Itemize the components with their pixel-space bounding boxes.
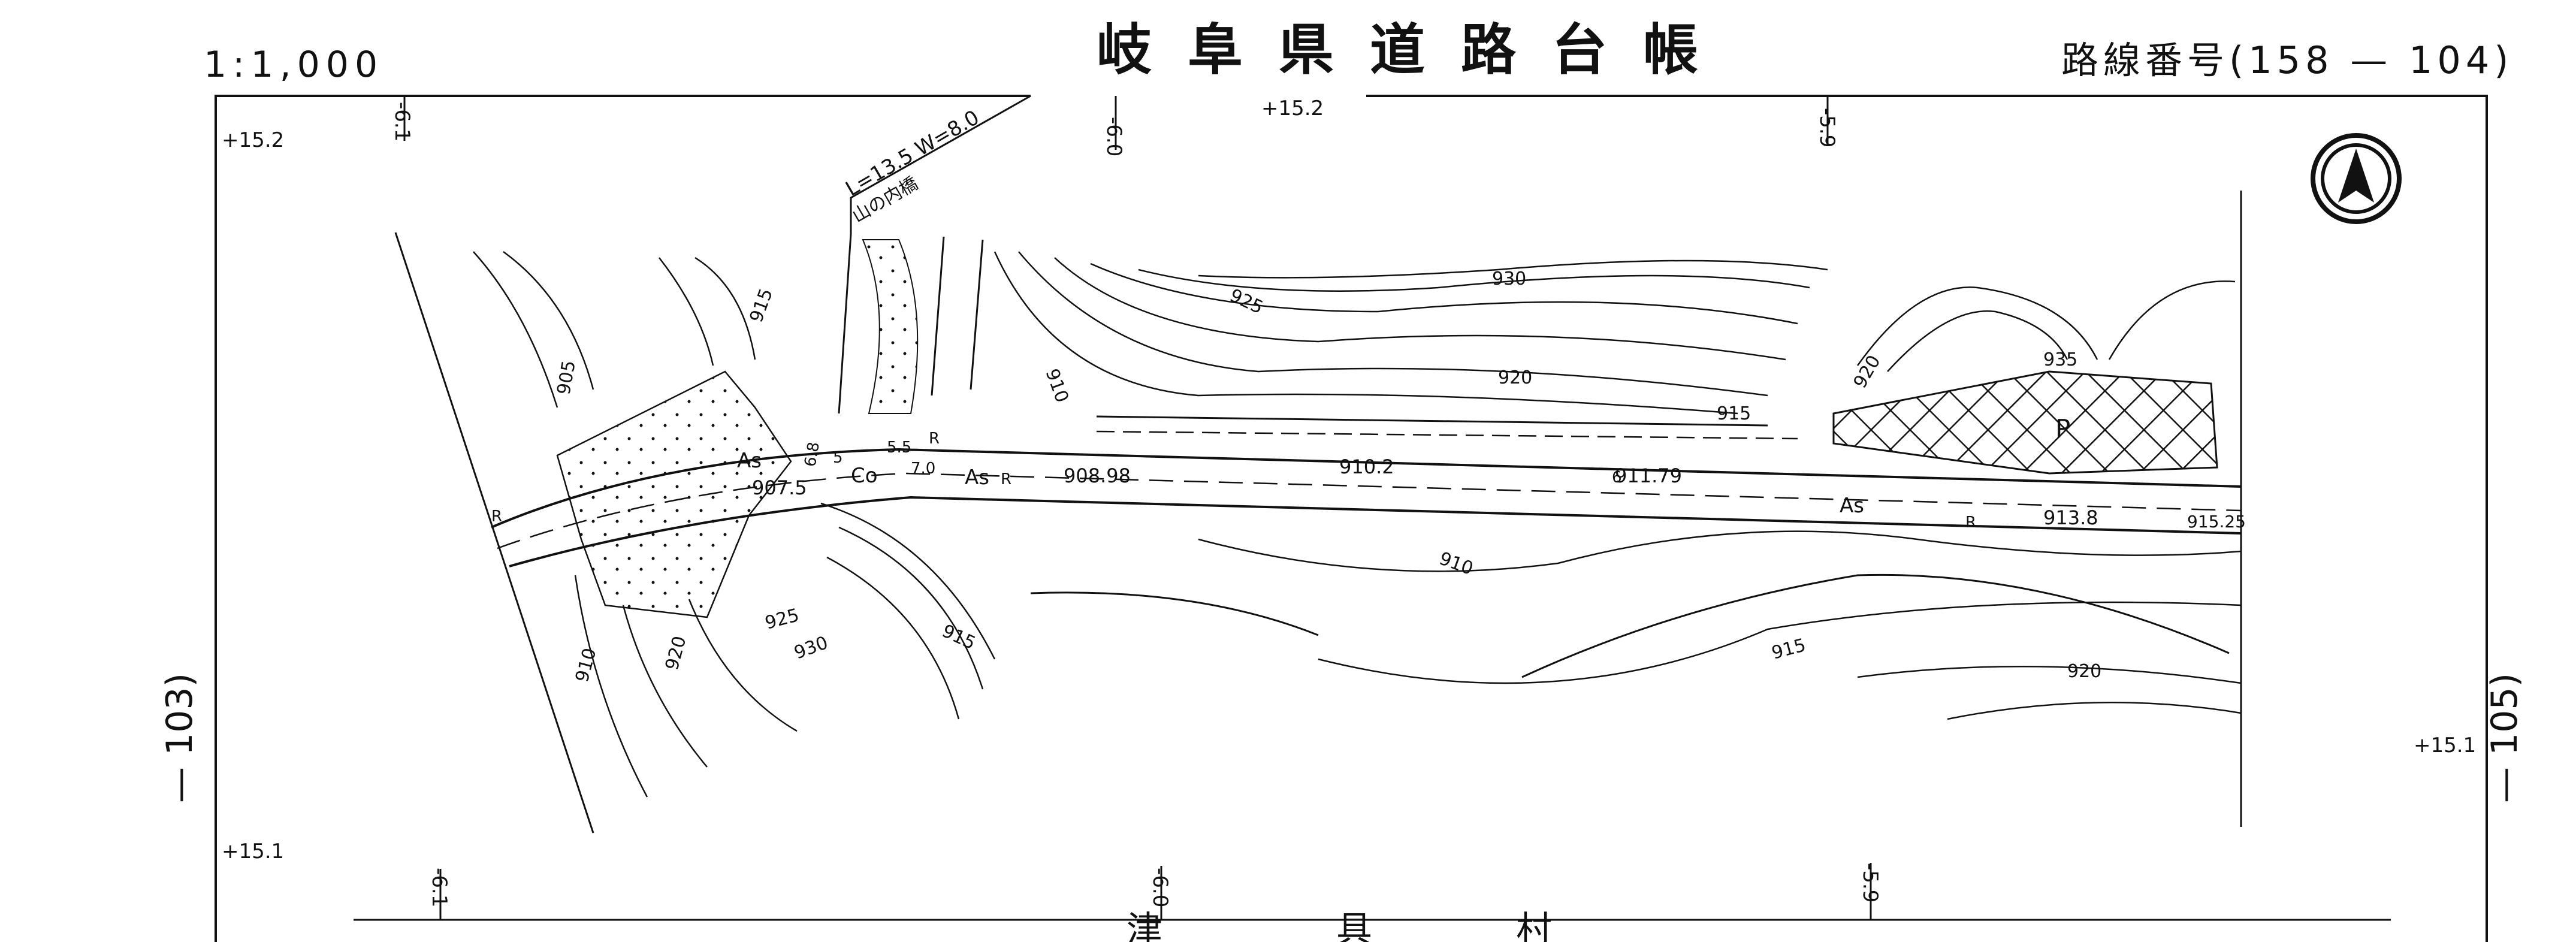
width-label: 6.8 [801,440,823,468]
surface-label-as: As [1840,494,1864,518]
contour-label: 915 [1717,403,1751,424]
elevation-label: 908.98 [1064,464,1131,487]
contour-label: 910 [572,646,601,684]
width-label: 5 [833,449,843,467]
contour-label: 910 [1041,366,1072,406]
elevation-label: 910.2 [1339,455,1394,478]
page-title: 岐阜県道路台帳 [1097,18,1735,82]
contour-label: 905 [553,359,579,396]
elevation-label: 911.79 [1615,464,1682,487]
width-label: 5.5 [887,439,911,457]
stippled-area [556,370,792,618]
contour-label: 930 [1492,268,1526,289]
contour-label: 920 [1850,352,1885,392]
grid-x-bottom-3: -5.9 [1858,863,1882,902]
contour-label: 915 [939,621,979,654]
field-mark: P [2055,414,2070,443]
elevation-label: 915.25 [2187,512,2246,532]
road-mark: R [929,430,940,448]
surface-label-as: As [737,449,762,473]
grid-label-top-left: +15.2 [222,128,284,152]
contour-label: 910 [1436,548,1476,579]
stream-bed [862,239,919,414]
grid-x-bottom-1: -6.1 [427,868,451,907]
grid-x-top-2: -6.0 [1102,117,1126,156]
sheet-frame-right [1366,95,2488,942]
contour-label: 920 [1498,367,1532,388]
grid-x-top-3: -5.9 [1815,108,1839,147]
sheet-frame-left [215,95,1031,942]
elevation-label: 907.5 [752,476,807,499]
contour-label: 920 [662,634,691,672]
contour-label: 925 [763,605,801,634]
surface-label-as: As [965,466,989,490]
route-number: 路線番号(158 — 104) [2061,38,2514,82]
contour-label: 915 [746,286,777,325]
grid-label-left-bottom: +15.1 [222,840,284,864]
contour-label: 925 [1227,285,1267,319]
contour-lines [473,250,2242,798]
contour-label: 930 [792,632,831,663]
crosshatched-field [1832,370,2218,475]
grid-label-top-mid: +15.2 [1261,96,1324,120]
grid-x-top-1: -6.1 [390,102,414,141]
north-arrow-icon [2311,133,2402,224]
contour-label: 915 [1769,635,1808,664]
road-mark: R [1965,514,1976,532]
cut-slope-upper [1096,415,1768,427]
place-name-char: 村 [1516,909,1552,942]
surface-label-co: Co [851,464,878,488]
road-mark: R [1001,470,1011,488]
map-scale: 1:1,000 [204,44,384,86]
contour-label: 920 [2067,661,2101,682]
width-label: 6 [1612,469,1622,487]
contour-label: 935 [2043,349,2077,370]
road-mark: R [491,508,502,526]
place-name-char: 津 [1127,909,1162,942]
grid-x-bottom-2: -6.0 [1148,868,1172,907]
fill-slope-lower [1030,573,2230,678]
width-label: 7.0 [911,460,935,478]
map-area-left-edge [394,232,594,834]
elevation-label: 913.8 [2043,506,2098,529]
bridge-leader [850,95,1031,234]
stream-edges [838,233,984,414]
grid-label-right-bottom: +15.1 [2414,733,2476,757]
place-name-char: 具 [1336,909,1372,942]
